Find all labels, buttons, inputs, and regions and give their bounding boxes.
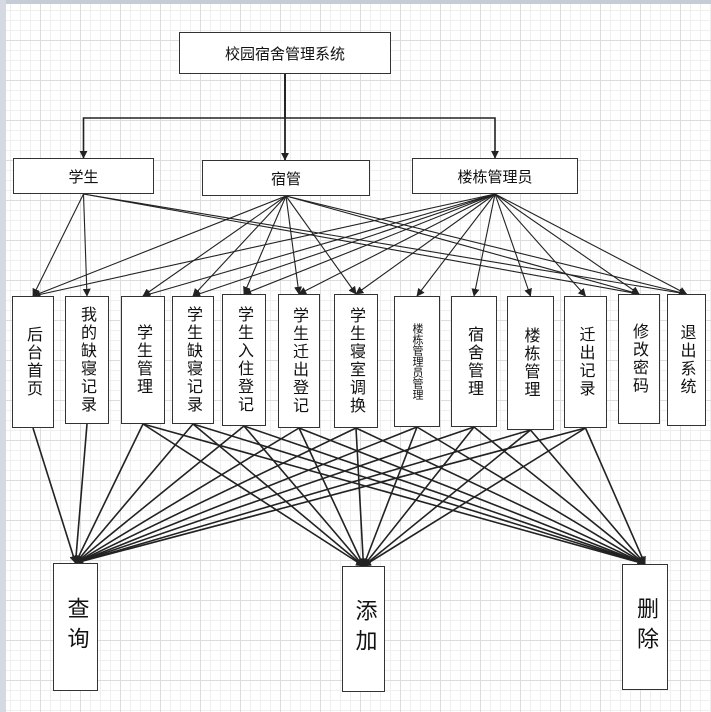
edge-dorm_manager-change_password: [285, 195, 640, 296]
canvas-left-border: [0, 0, 6, 712]
edge-student_mgmt-add: [142, 423, 365, 567]
edge-student_mgmt-query: [74, 423, 144, 564]
edge-admin_mgmt-query: [74, 426, 418, 565]
edge-building_admin-move_out_records: [494, 193, 587, 297]
edge-dorm_manager-checkout: [285, 195, 303, 295]
node-role-dorm-manager[interactable]: 宿管: [202, 160, 370, 196]
edge-my_absence-query: [72, 423, 88, 564]
edge-checkout-query: [74, 427, 300, 564]
edge-building_admin-building_mgmt: [494, 193, 532, 297]
edge-building_admin-logout: [494, 193, 688, 295]
edge-absence_records-query: [74, 423, 194, 564]
edge-checkin-query: [74, 425, 245, 564]
node-role-building-admin[interactable]: 楼栋管理员: [412, 158, 578, 194]
node-admin-management[interactable]: 楼栋管理员管理: [394, 296, 440, 427]
node-add[interactable]: 添加: [342, 566, 385, 692]
edge-dorm_mgmt-query: [74, 426, 475, 565]
edge-building_admin-room_swap: [355, 193, 496, 295]
edge-checkout-delete: [298, 427, 646, 566]
edge-root-student: [79, 74, 286, 159]
edge-move_out_records-query: [74, 427, 586, 566]
edge-student-change_password: [83, 193, 640, 297]
node-absence-records[interactable]: 学生缺寝记录: [172, 296, 214, 424]
edge-building_admin-absence_records: [192, 193, 496, 298]
node-change-password[interactable]: 修改密码: [618, 294, 660, 424]
node-checkin[interactable]: 学生入住登记: [222, 294, 266, 426]
edge-student_mgmt-delete: [142, 423, 646, 566]
edge-building_admin-dorm_mgmt: [471, 193, 496, 297]
edge-dorm_mgmt-add: [362, 426, 475, 567]
node-room-swap[interactable]: 学生寝室调换: [334, 294, 378, 428]
edge-building_mgmt-delete: [529, 429, 646, 565]
edge-building_admin-checkin: [243, 193, 496, 296]
edge-checkin-delete: [243, 425, 646, 566]
edge-dorm_manager-room_swap: [285, 195, 357, 295]
edge-dorm_manager-home: [32, 195, 287, 298]
edge-building_mgmt-query: [74, 429, 531, 565]
edge-dorm_manager-logout: [285, 195, 688, 297]
node-home[interactable]: 后台首页: [12, 296, 54, 428]
node-role-student[interactable]: 学生: [13, 158, 154, 194]
edge-dorm_manager-absence_records: [192, 195, 287, 297]
node-move-out-records[interactable]: 迁出记录: [564, 296, 607, 428]
node-root[interactable]: 校园宿舍管理系统: [179, 32, 391, 74]
node-query[interactable]: 查询: [53, 563, 98, 691]
canvas-top-border: [0, 0, 711, 4]
edge-building_admin-checkout: [298, 193, 496, 295]
edge-dorm_manager-student_mgmt: [142, 195, 287, 297]
node-my-absence[interactable]: 我的缺寝记录: [65, 296, 109, 424]
edge-absence_records-add: [192, 423, 365, 567]
edge-student-my_absence: [82, 193, 91, 297]
node-building-management[interactable]: 楼栋管理: [507, 296, 554, 430]
edge-building_admin-student_mgmt: [142, 193, 496, 298]
node-logout[interactable]: 退出系统: [667, 294, 706, 426]
edge-building_admin-change_password: [494, 193, 640, 295]
edge-building_admin-home: [32, 193, 496, 299]
edge-home-query: [32, 427, 78, 564]
node-checkout[interactable]: 学生迁出登记: [278, 294, 320, 428]
node-dorm-management[interactable]: 宿舍管理: [451, 296, 497, 427]
node-delete[interactable]: 删除: [622, 564, 668, 690]
edge-building_mgmt-add: [362, 429, 532, 567]
edge-move_out_records-add: [362, 427, 586, 567]
edge-root-building_admin: [284, 74, 499, 159]
edge-move_out_records-delete: [584, 427, 646, 565]
edge-room_swap-query: [74, 427, 357, 564]
edge-student-home: [32, 193, 84, 297]
edge-building_admin-admin_mgmt: [416, 193, 496, 297]
node-student-management[interactable]: 学生管理: [121, 296, 165, 424]
edge-student-logout: [83, 193, 688, 297]
